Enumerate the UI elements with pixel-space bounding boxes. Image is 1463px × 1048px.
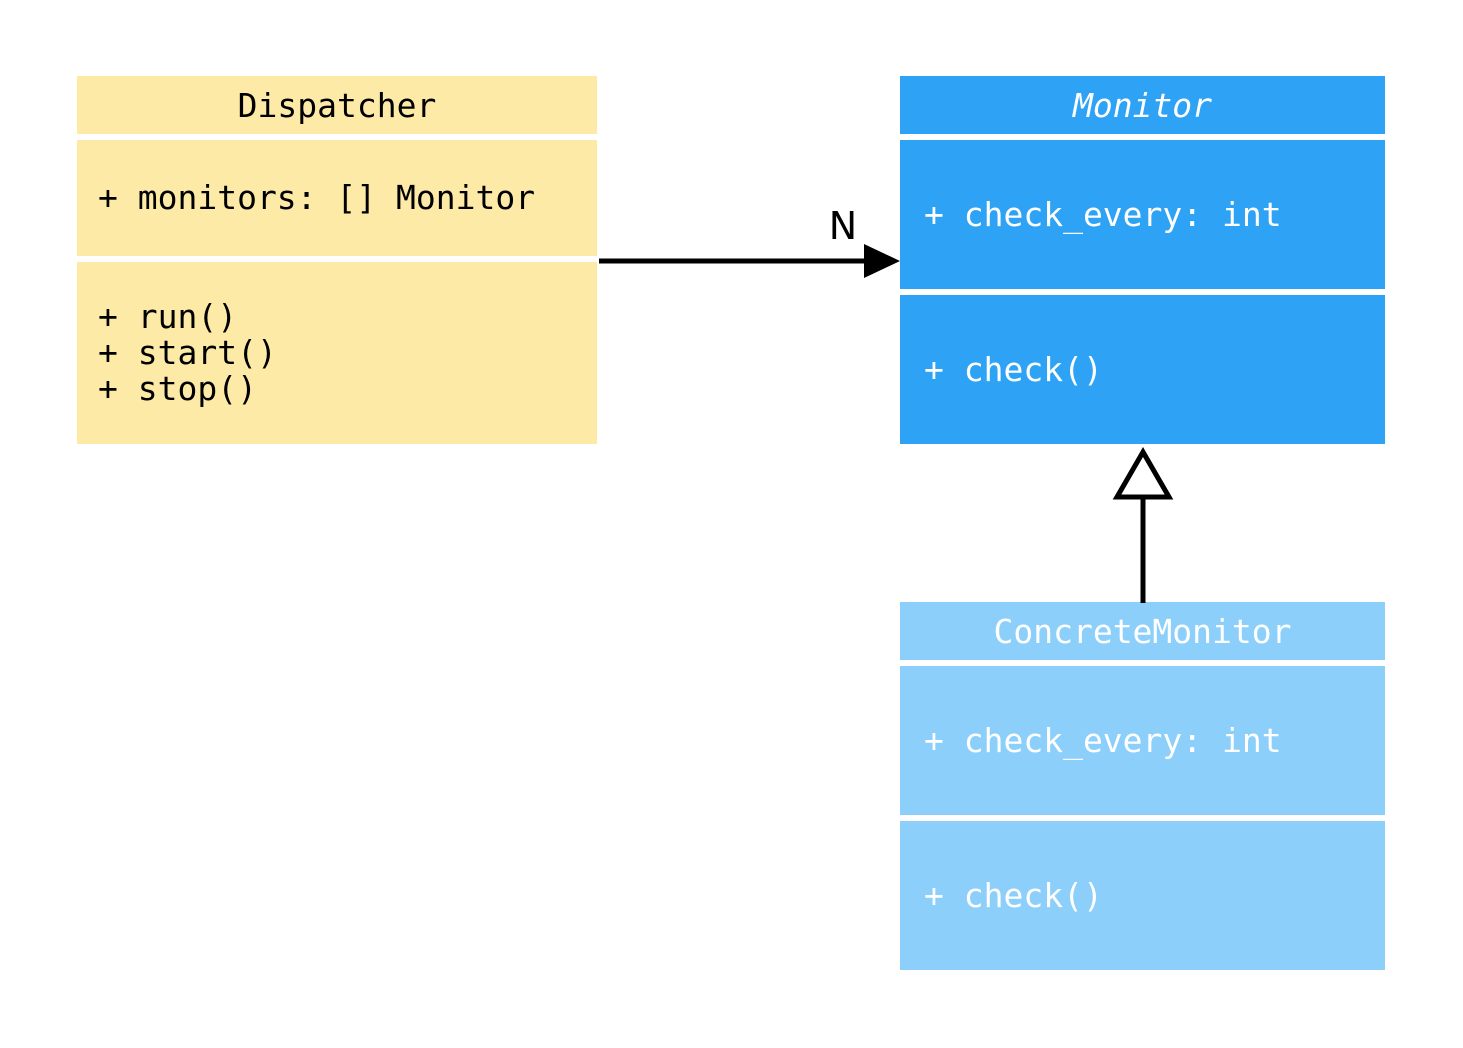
class-box-monitor: Monitor + check_every: int + check() xyxy=(900,76,1385,444)
class-methods-monitor: + check() xyxy=(900,295,1385,444)
method-check: + check() xyxy=(924,349,1103,389)
attribute-check-every: + check_every: int xyxy=(924,194,1282,234)
class-title-dispatcher: Dispatcher xyxy=(77,76,597,134)
attribute-monitors: + monitors: [] Monitor xyxy=(98,178,536,217)
class-attributes-concrete-monitor: + check_every: int xyxy=(900,666,1385,815)
method-run: + run() xyxy=(98,297,238,336)
association-arrowhead-icon xyxy=(864,244,900,278)
class-attributes-monitor: + check_every: int xyxy=(900,140,1385,289)
method-check: + check() xyxy=(924,875,1103,915)
class-methods-concrete-monitor: + check() xyxy=(900,821,1385,970)
class-title-monitor: Monitor xyxy=(900,76,1385,134)
class-box-dispatcher: Dispatcher + monitors: [] Monitor + run(… xyxy=(77,76,597,444)
association-multiplicity-label: N xyxy=(828,204,858,248)
class-attributes-dispatcher: + monitors: [] Monitor xyxy=(77,140,597,256)
attribute-check-every: + check_every: int xyxy=(924,720,1282,760)
class-box-concrete-monitor: ConcreteMonitor + check_every: int + che… xyxy=(900,602,1385,970)
class-methods-dispatcher: + run() + start() + stop() xyxy=(77,262,597,444)
method-stop: + stop() xyxy=(98,369,257,408)
inheritance-triangle-icon xyxy=(1112,447,1174,500)
class-title-concrete-monitor: ConcreteMonitor xyxy=(900,602,1385,660)
method-start: + start() xyxy=(98,333,277,372)
